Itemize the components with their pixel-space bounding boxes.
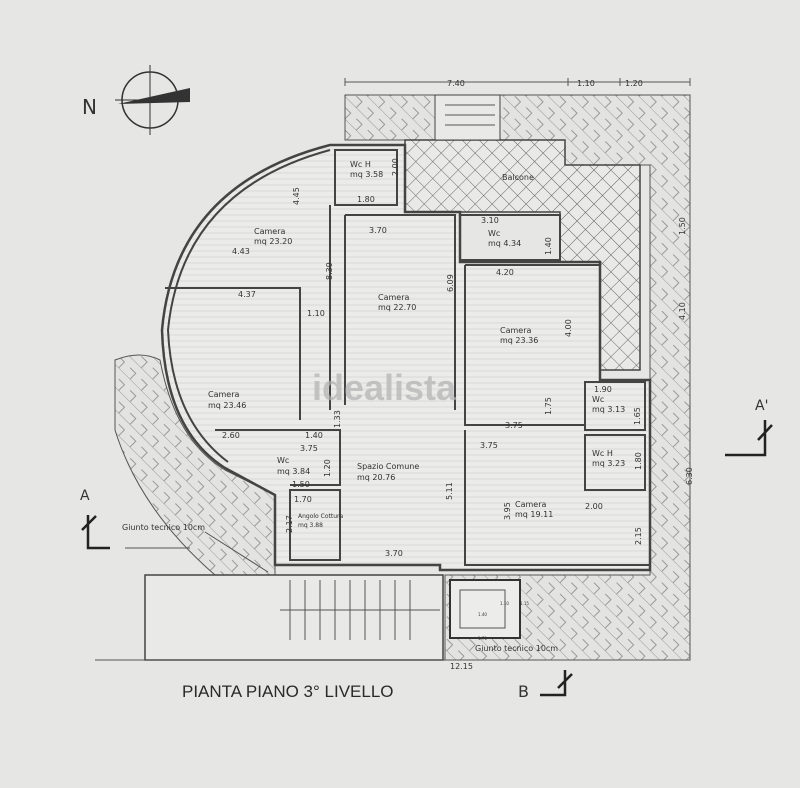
svg-text:1.20: 1.20 xyxy=(323,459,332,477)
svg-text:1.65: 1.65 xyxy=(633,407,642,425)
svg-text:1.50: 1.50 xyxy=(292,480,310,489)
dim-lift-4: 1.15 xyxy=(520,601,529,606)
svg-text:Wc: Wc xyxy=(592,395,604,404)
svg-text:3.75: 3.75 xyxy=(505,421,523,430)
svg-text:2.60: 2.60 xyxy=(222,431,240,440)
north-label: N xyxy=(82,95,97,119)
curved-wall xyxy=(166,149,331,463)
dim-lift-1: 1.40 xyxy=(478,612,487,617)
stairwell xyxy=(144,574,444,661)
svg-text:Camera: Camera xyxy=(515,500,546,509)
dim-right-3: 6.30 xyxy=(685,467,694,485)
svg-text:3.70: 3.70 xyxy=(369,226,387,235)
svg-text:Wc: Wc xyxy=(277,456,289,465)
svg-text:2.00: 2.00 xyxy=(391,158,400,176)
svg-text:Balcone: Balcone xyxy=(502,173,534,182)
svg-text:mq 19.11: mq 19.11 xyxy=(515,510,553,519)
svg-text:mq 23.20: mq 23.20 xyxy=(254,237,292,246)
svg-text:A: A xyxy=(80,488,90,504)
svg-text:Wc H: Wc H xyxy=(350,160,371,169)
dim-lift-3: 1.70 xyxy=(478,636,487,641)
svg-text:1.10: 1.10 xyxy=(307,309,325,318)
plan-title: PIANTA PIANO 3° LIVELLO xyxy=(182,682,394,701)
note-giunto-left: Giunto tecnico 10cm xyxy=(122,523,205,532)
balcony-stair-top xyxy=(434,94,501,141)
section-marker-b: B xyxy=(518,670,573,701)
section-marker-a-prime: A' xyxy=(725,398,773,457)
svg-text:4.43: 4.43 xyxy=(232,247,250,256)
note-giunto-right: Giunto tecnico 10cm xyxy=(475,644,558,653)
north-arrow-icon: N xyxy=(82,65,190,135)
svg-text:mq 4.34: mq 4.34 xyxy=(488,239,521,248)
svg-text:Angolo Cottura: Angolo Cottura xyxy=(298,513,343,520)
dim-top-1: 7.40 xyxy=(447,79,465,88)
svg-text:mq 22.70: mq 22.70 xyxy=(378,303,416,312)
svg-text:Wc H: Wc H xyxy=(592,449,613,458)
svg-text:mq 23.46: mq 23.46 xyxy=(208,401,246,410)
svg-text:1.75: 1.75 xyxy=(544,397,553,415)
svg-text:Camera: Camera xyxy=(254,227,285,236)
svg-text:1.80: 1.80 xyxy=(357,195,375,204)
dim-lift-2: 1.10 xyxy=(500,601,509,606)
svg-text:mq 20.76: mq 20.76 xyxy=(357,473,395,482)
svg-text:4.45: 4.45 xyxy=(292,187,301,205)
svg-text:1.90: 1.90 xyxy=(594,385,612,394)
svg-text:3.70: 3.70 xyxy=(385,549,403,558)
svg-text:mq 3.88: mq 3.88 xyxy=(298,522,323,529)
svg-text:3.95: 3.95 xyxy=(503,502,512,520)
terrace-herringbone-left xyxy=(114,354,276,576)
svg-text:Camera: Camera xyxy=(500,326,531,335)
svg-text:3.10: 3.10 xyxy=(481,216,499,225)
svg-text:4.00: 4.00 xyxy=(564,319,573,337)
svg-text:2.17: 2.17 xyxy=(285,515,294,533)
section-marker-a: A xyxy=(80,488,110,550)
dim-top-3: 1.20 xyxy=(625,79,643,88)
svg-text:Camera: Camera xyxy=(378,293,409,302)
svg-text:3.75: 3.75 xyxy=(480,441,498,450)
svg-text:Spazio Comune: Spazio Comune xyxy=(357,462,419,471)
dim-right-2: 4.10 xyxy=(678,302,687,320)
svg-text:A': A' xyxy=(755,398,768,414)
svg-text:1.80: 1.80 xyxy=(634,452,643,470)
svg-text:1.40: 1.40 xyxy=(544,237,553,255)
svg-text:mq 3.84: mq 3.84 xyxy=(277,467,310,476)
dim-bottom: 12.15 xyxy=(450,662,473,671)
svg-text:mq 23.36: mq 23.36 xyxy=(500,336,538,345)
svg-text:B: B xyxy=(518,682,529,701)
svg-text:mq 3.23: mq 3.23 xyxy=(592,459,625,468)
svg-text:Camera: Camera xyxy=(208,390,239,399)
svg-text:1.40: 1.40 xyxy=(305,431,323,440)
svg-text:1.33: 1.33 xyxy=(333,410,342,428)
room-walls xyxy=(165,149,651,566)
svg-text:6.09: 6.09 xyxy=(446,274,455,292)
svg-text:4.37: 4.37 xyxy=(238,290,256,299)
svg-text:5.11: 5.11 xyxy=(445,482,454,500)
dim-right-1: 1.50 xyxy=(678,217,687,235)
svg-text:8.39: 8.39 xyxy=(325,262,334,280)
svg-text:2.15: 2.15 xyxy=(634,527,643,545)
dim-top-2: 1.10 xyxy=(577,79,595,88)
svg-text:4.20: 4.20 xyxy=(496,268,514,277)
svg-text:2.00: 2.00 xyxy=(585,502,603,511)
svg-text:Wc: Wc xyxy=(488,229,500,238)
svg-text:mq 3.58: mq 3.58 xyxy=(350,170,383,179)
room-dimensions: 1.80 2.00 4.45 4.43 3.70 8.39 4.37 1.10 … xyxy=(222,158,643,558)
watermark-logo: idealista xyxy=(312,367,457,408)
svg-text:3.75: 3.75 xyxy=(300,444,318,453)
svg-text:mq 3.13: mq 3.13 xyxy=(592,405,625,414)
svg-text:1.70: 1.70 xyxy=(294,495,312,504)
